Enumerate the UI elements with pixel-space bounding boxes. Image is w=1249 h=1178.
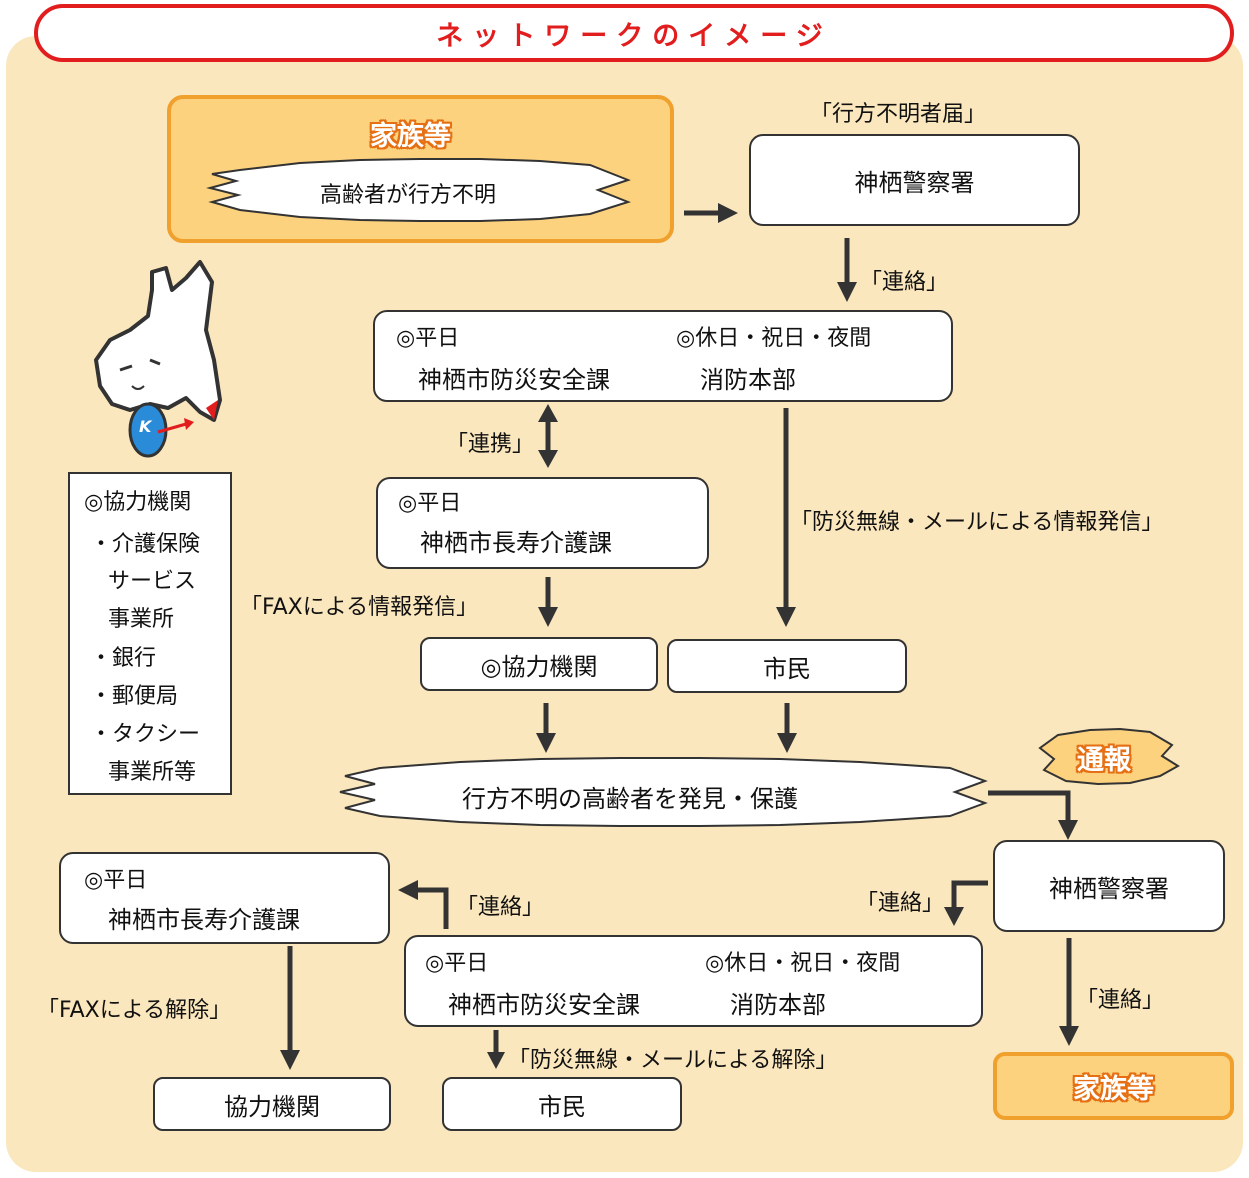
coop-org-item: ・銀行 xyxy=(90,646,157,671)
family-box-bottom: 家族等 xyxy=(993,1052,1234,1120)
office-box-2 xyxy=(404,935,983,1027)
citizens-box-label: 市民 xyxy=(763,654,811,683)
arrow-office2-to-care2 xyxy=(414,887,449,929)
coop-org-item: 事業所 xyxy=(108,607,175,632)
police-box-top: 神栖警察署 xyxy=(749,134,1080,226)
found-text: 行方不明の高齢者を発見・保護 xyxy=(462,785,798,813)
coop-box-2: 協力機関 xyxy=(153,1077,391,1131)
citizens-box-2: 市民 xyxy=(442,1077,682,1131)
office-box-1 xyxy=(373,310,953,402)
fax-release-label: 「FAXによる解除」 xyxy=(37,998,232,1023)
radio-info-label: 「防災無線・メールによる情報発信」 xyxy=(790,510,1164,535)
link-label: 「連携」 xyxy=(446,432,535,457)
office2-weekday-mark: ◎平日 xyxy=(425,951,489,976)
arrow-found-to-police2 xyxy=(988,790,1071,822)
police-name-top: 神栖警察署 xyxy=(854,168,975,197)
family-label-bottom: 家族等 xyxy=(1073,1073,1154,1105)
coop-org-item: ・介護保険 xyxy=(90,532,201,557)
contact-label-right: 「連絡」 xyxy=(1076,988,1165,1013)
coop-box-2-label: 協力機関 xyxy=(224,1092,320,1121)
citizens-box-2-label: 市民 xyxy=(538,1092,586,1121)
arrow-police2-to-office2 xyxy=(951,880,988,909)
diagram-title: ネットワークのイメージ xyxy=(34,4,1234,62)
coop-org-item: サービス xyxy=(108,569,197,594)
coop-box: ◎協力機関 xyxy=(420,637,658,691)
coop-org-item: ・タクシー xyxy=(90,722,201,747)
report-label: 「行方不明者届」 xyxy=(810,102,987,127)
police-name-2: 神栖警察署 xyxy=(1049,874,1169,903)
office1-holiday-dept: 消防本部 xyxy=(700,366,796,394)
police-box-2: 神栖警察署 xyxy=(993,840,1225,932)
office2-holiday-mark: ◎休日・祝日・夜間 xyxy=(705,951,901,976)
care2-dept: 神栖市長寿介護課 xyxy=(108,906,300,934)
care2-weekday-mark: ◎平日 xyxy=(84,868,148,893)
coop-org-heading: ◎協力機関 xyxy=(84,490,192,515)
office1-weekday-mark: ◎平日 xyxy=(396,326,460,351)
care-box-2 xyxy=(59,852,390,944)
contact-label-1: 「連絡」 xyxy=(860,270,949,295)
coop-box-label: ◎協力機関 xyxy=(480,652,598,681)
care1-weekday-mark: ◎平日 xyxy=(398,491,462,516)
family-label-top: 家族等 xyxy=(370,121,451,152)
notify-label: 通報 xyxy=(1077,745,1131,776)
fax-info-label: 「FAXによる情報発信」 xyxy=(240,595,479,620)
coop-org-list xyxy=(68,472,232,795)
coop-org-item: ・郵便局 xyxy=(90,684,179,709)
mascot-letter: K xyxy=(139,417,152,436)
missing-text: 高齢者が行方不明 xyxy=(320,183,497,208)
office2-holiday-dept: 消防本部 xyxy=(730,991,826,1019)
office2-weekday-dept: 神栖市防災安全課 xyxy=(448,991,640,1019)
coop-org-item: 事業所等 xyxy=(108,760,197,785)
contact-label-mid: 「連絡」 xyxy=(856,891,945,916)
office1-weekday-dept: 神栖市防災安全課 xyxy=(418,366,610,394)
office1-holiday-mark: ◎休日・祝日・夜間 xyxy=(676,326,872,351)
care1-dept: 神栖市長寿介護課 xyxy=(420,529,612,557)
contact-label-left: 「連絡」 xyxy=(456,895,545,920)
citizens-box: 市民 xyxy=(667,639,907,693)
radio-release-label: 「防災無線・メールによる解除」 xyxy=(508,1048,838,1073)
care-box-1 xyxy=(376,477,709,569)
